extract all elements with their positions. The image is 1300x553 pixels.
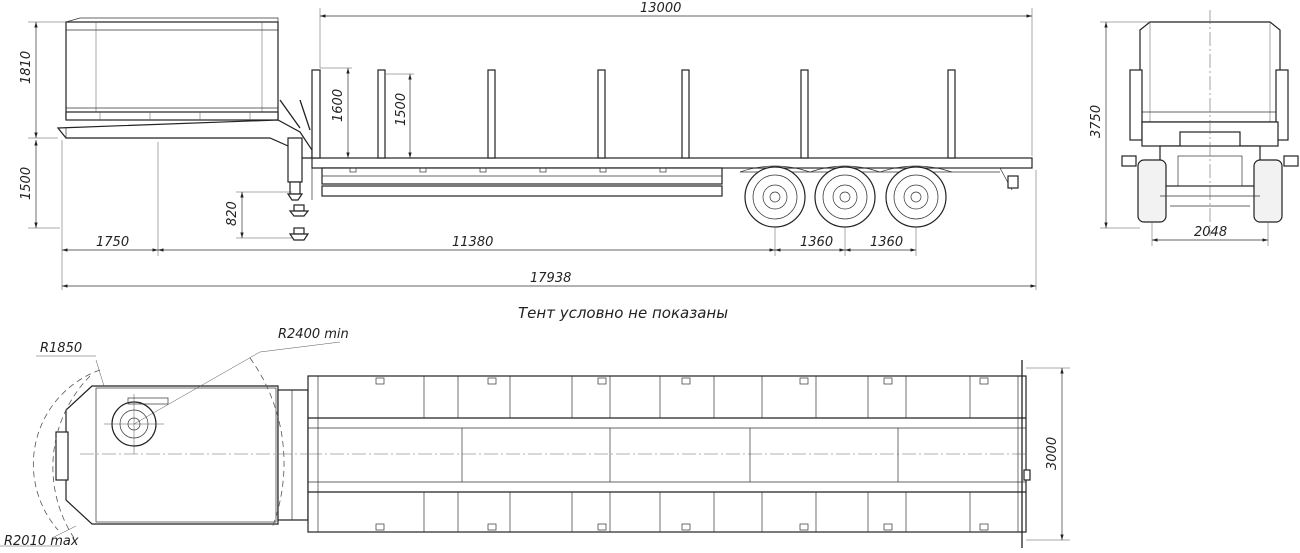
dim-11380: 11380 [452, 235, 493, 250]
radius-r2400: R2400 min [278, 327, 349, 342]
wheel-2 [814, 166, 876, 228]
top-view: R1850 R2400 min R2010 max [0, 327, 1070, 549]
side-dimensions: 13000 1810 1500 1600 1500 820 [19, 1, 1037, 290]
stakes [311, 69, 956, 159]
wheels [739, 165, 953, 228]
dim-1810: 1810 [19, 51, 34, 84]
rear-view: 3750 2048 [1089, 10, 1299, 246]
dim-1360-b: 1360 [870, 235, 903, 250]
wheel-3 [885, 166, 947, 228]
dim-1500-stake: 1500 [394, 93, 409, 126]
tent-box [65, 17, 279, 121]
wheel-1 [744, 166, 806, 228]
dim-1600: 1600 [331, 89, 346, 122]
main-deck [311, 157, 1033, 200]
dim-3000: 3000 [1045, 437, 1060, 470]
note-text: Тент условно не показаны [518, 304, 728, 322]
landing-legs [288, 204, 310, 241]
side-view: 13000 1810 1500 1600 1500 820 [19, 1, 1037, 290]
radius-r2010: R2010 max [4, 534, 79, 549]
dim-1750: 1750 [96, 235, 129, 250]
dim-820: 820 [225, 201, 240, 226]
dim-1360-a: 1360 [800, 235, 833, 250]
deck-top [80, 360, 1031, 548]
dim-17938: 17938 [530, 271, 571, 286]
dim-2048: 2048 [1194, 225, 1227, 240]
dim-13000: 13000 [640, 1, 681, 16]
dim-1500-deck: 1500 [19, 167, 34, 200]
gooseneck [56, 99, 313, 201]
radius-r1850: R1850 [40, 341, 82, 356]
tractor-top [55, 385, 309, 525]
dim-3750: 3750 [1089, 105, 1104, 138]
turning-radii: R1850 R2400 min R2010 max [0, 327, 349, 549]
